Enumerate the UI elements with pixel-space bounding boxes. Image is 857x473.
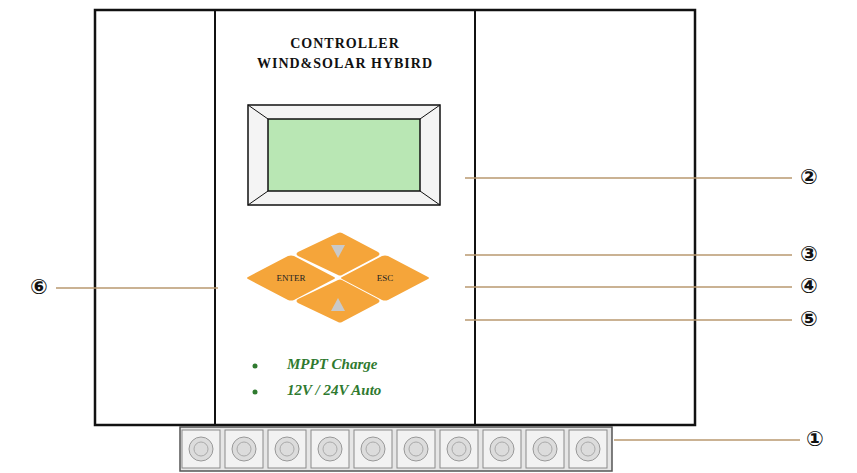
down-arrow [331, 245, 345, 258]
button-diamond: ESC [340, 255, 430, 301]
bullet [253, 364, 258, 369]
callout-number: ⑥ [30, 277, 48, 298]
callout-number: ① [806, 429, 824, 450]
panel-edge [474, 10, 476, 425]
feature-text: 12V / 24V Auto [287, 382, 381, 399]
leader-lines [56, 178, 800, 440]
panel-edge [214, 10, 216, 425]
screen-frame [248, 105, 440, 205]
button-label: ESC [340, 255, 430, 301]
button-label: ENTER [246, 255, 336, 301]
button-diamond: ENTER [246, 255, 336, 301]
panel-title: CONTROLLER WIND&SOLAR HYBIRD [250, 34, 440, 74]
bullet [253, 390, 258, 395]
terminal-block [180, 427, 612, 471]
up-arrow [331, 298, 345, 311]
callout-number: ⑤ [800, 309, 818, 330]
feature-text: MPPT Charge [287, 356, 377, 373]
callout-number: ② [800, 167, 818, 188]
terminals [182, 430, 607, 468]
screen-bevel [248, 105, 440, 205]
lcd-screen [268, 119, 420, 191]
callout-number: ③ [800, 244, 818, 265]
callout-number: ④ [800, 276, 818, 297]
front-panel: CONTROLLER WIND&SOLAR HYBIRD MPPT Charge 1… [215, 10, 475, 425]
housing [95, 10, 695, 425]
